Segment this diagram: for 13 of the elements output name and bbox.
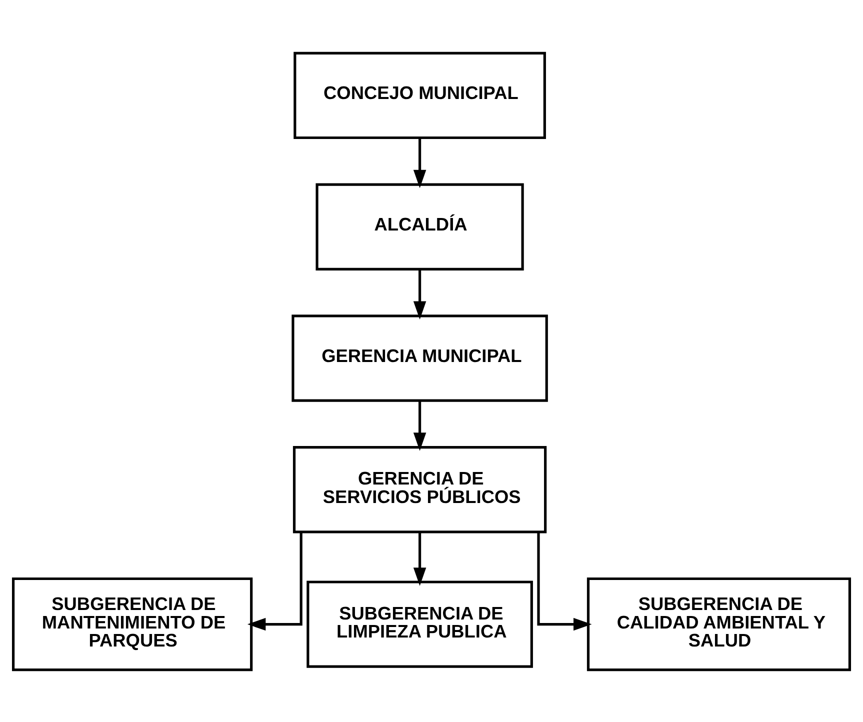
node-box: ALCALDÍA	[316, 182, 524, 270]
node-box: CONCEJO MUNICIPAL	[294, 51, 546, 139]
node-box: GERENCIA MUNICIPAL	[292, 314, 548, 402]
node-box: SUBGERENCIA DE CALIDAD AMBIENTAL Y SALUD	[586, 576, 852, 671]
node-box: SUBGERENCIA DE LIMPIEZA PUBLICA	[306, 580, 533, 668]
arrow	[413, 532, 426, 586]
arrow	[247, 532, 302, 630]
arrow	[413, 268, 426, 320]
node-box: GERENCIA DE SERVICIOS PÚBLICOS	[292, 446, 547, 533]
node-box: SUBGERENCIA DE MANTENIMIENTO DE PARQUES	[12, 576, 253, 671]
arrow	[413, 400, 426, 450]
arrow	[537, 532, 592, 630]
arrow	[413, 137, 426, 188]
